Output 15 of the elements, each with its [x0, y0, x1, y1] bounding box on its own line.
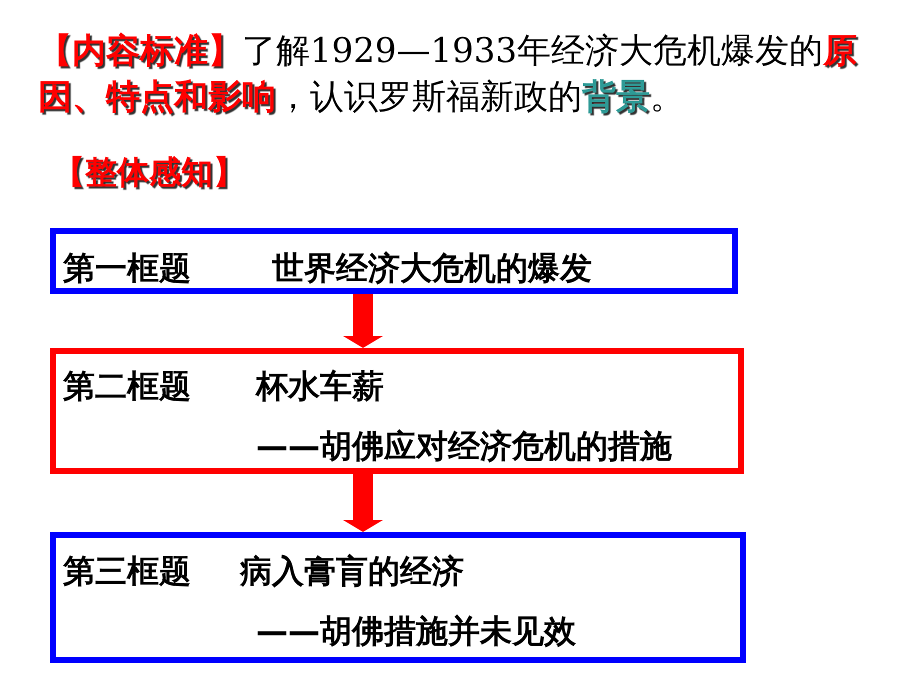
topic-frame — [50, 532, 746, 663]
topic-frame — [50, 228, 738, 294]
section-title: 世界经济大危机的爆发 — [272, 250, 592, 286]
section-title: 病入膏肓的经济 — [240, 553, 464, 589]
intro-text: 【内容标准】了解1929—1933年经济大危机爆发的原因、特点和影响，认识罗斯福新政的背景。 — [38, 30, 858, 119]
section-title: 杯水车薪 — [256, 368, 384, 404]
arrow — [343, 294, 383, 348]
section-subtitle: ——胡佛应对经济危机的措施 — [256, 428, 672, 464]
arrow — [343, 474, 383, 532]
topic-frame — [50, 348, 744, 474]
section-number: 第二框题 — [63, 368, 191, 404]
section-subtitle: ——胡佛措施并未见效 — [256, 613, 576, 649]
section-number: 第三框题 — [63, 553, 191, 589]
section-heading: 【整体感知】 — [53, 152, 245, 192]
section-number: 第一框题 — [63, 250, 191, 286]
